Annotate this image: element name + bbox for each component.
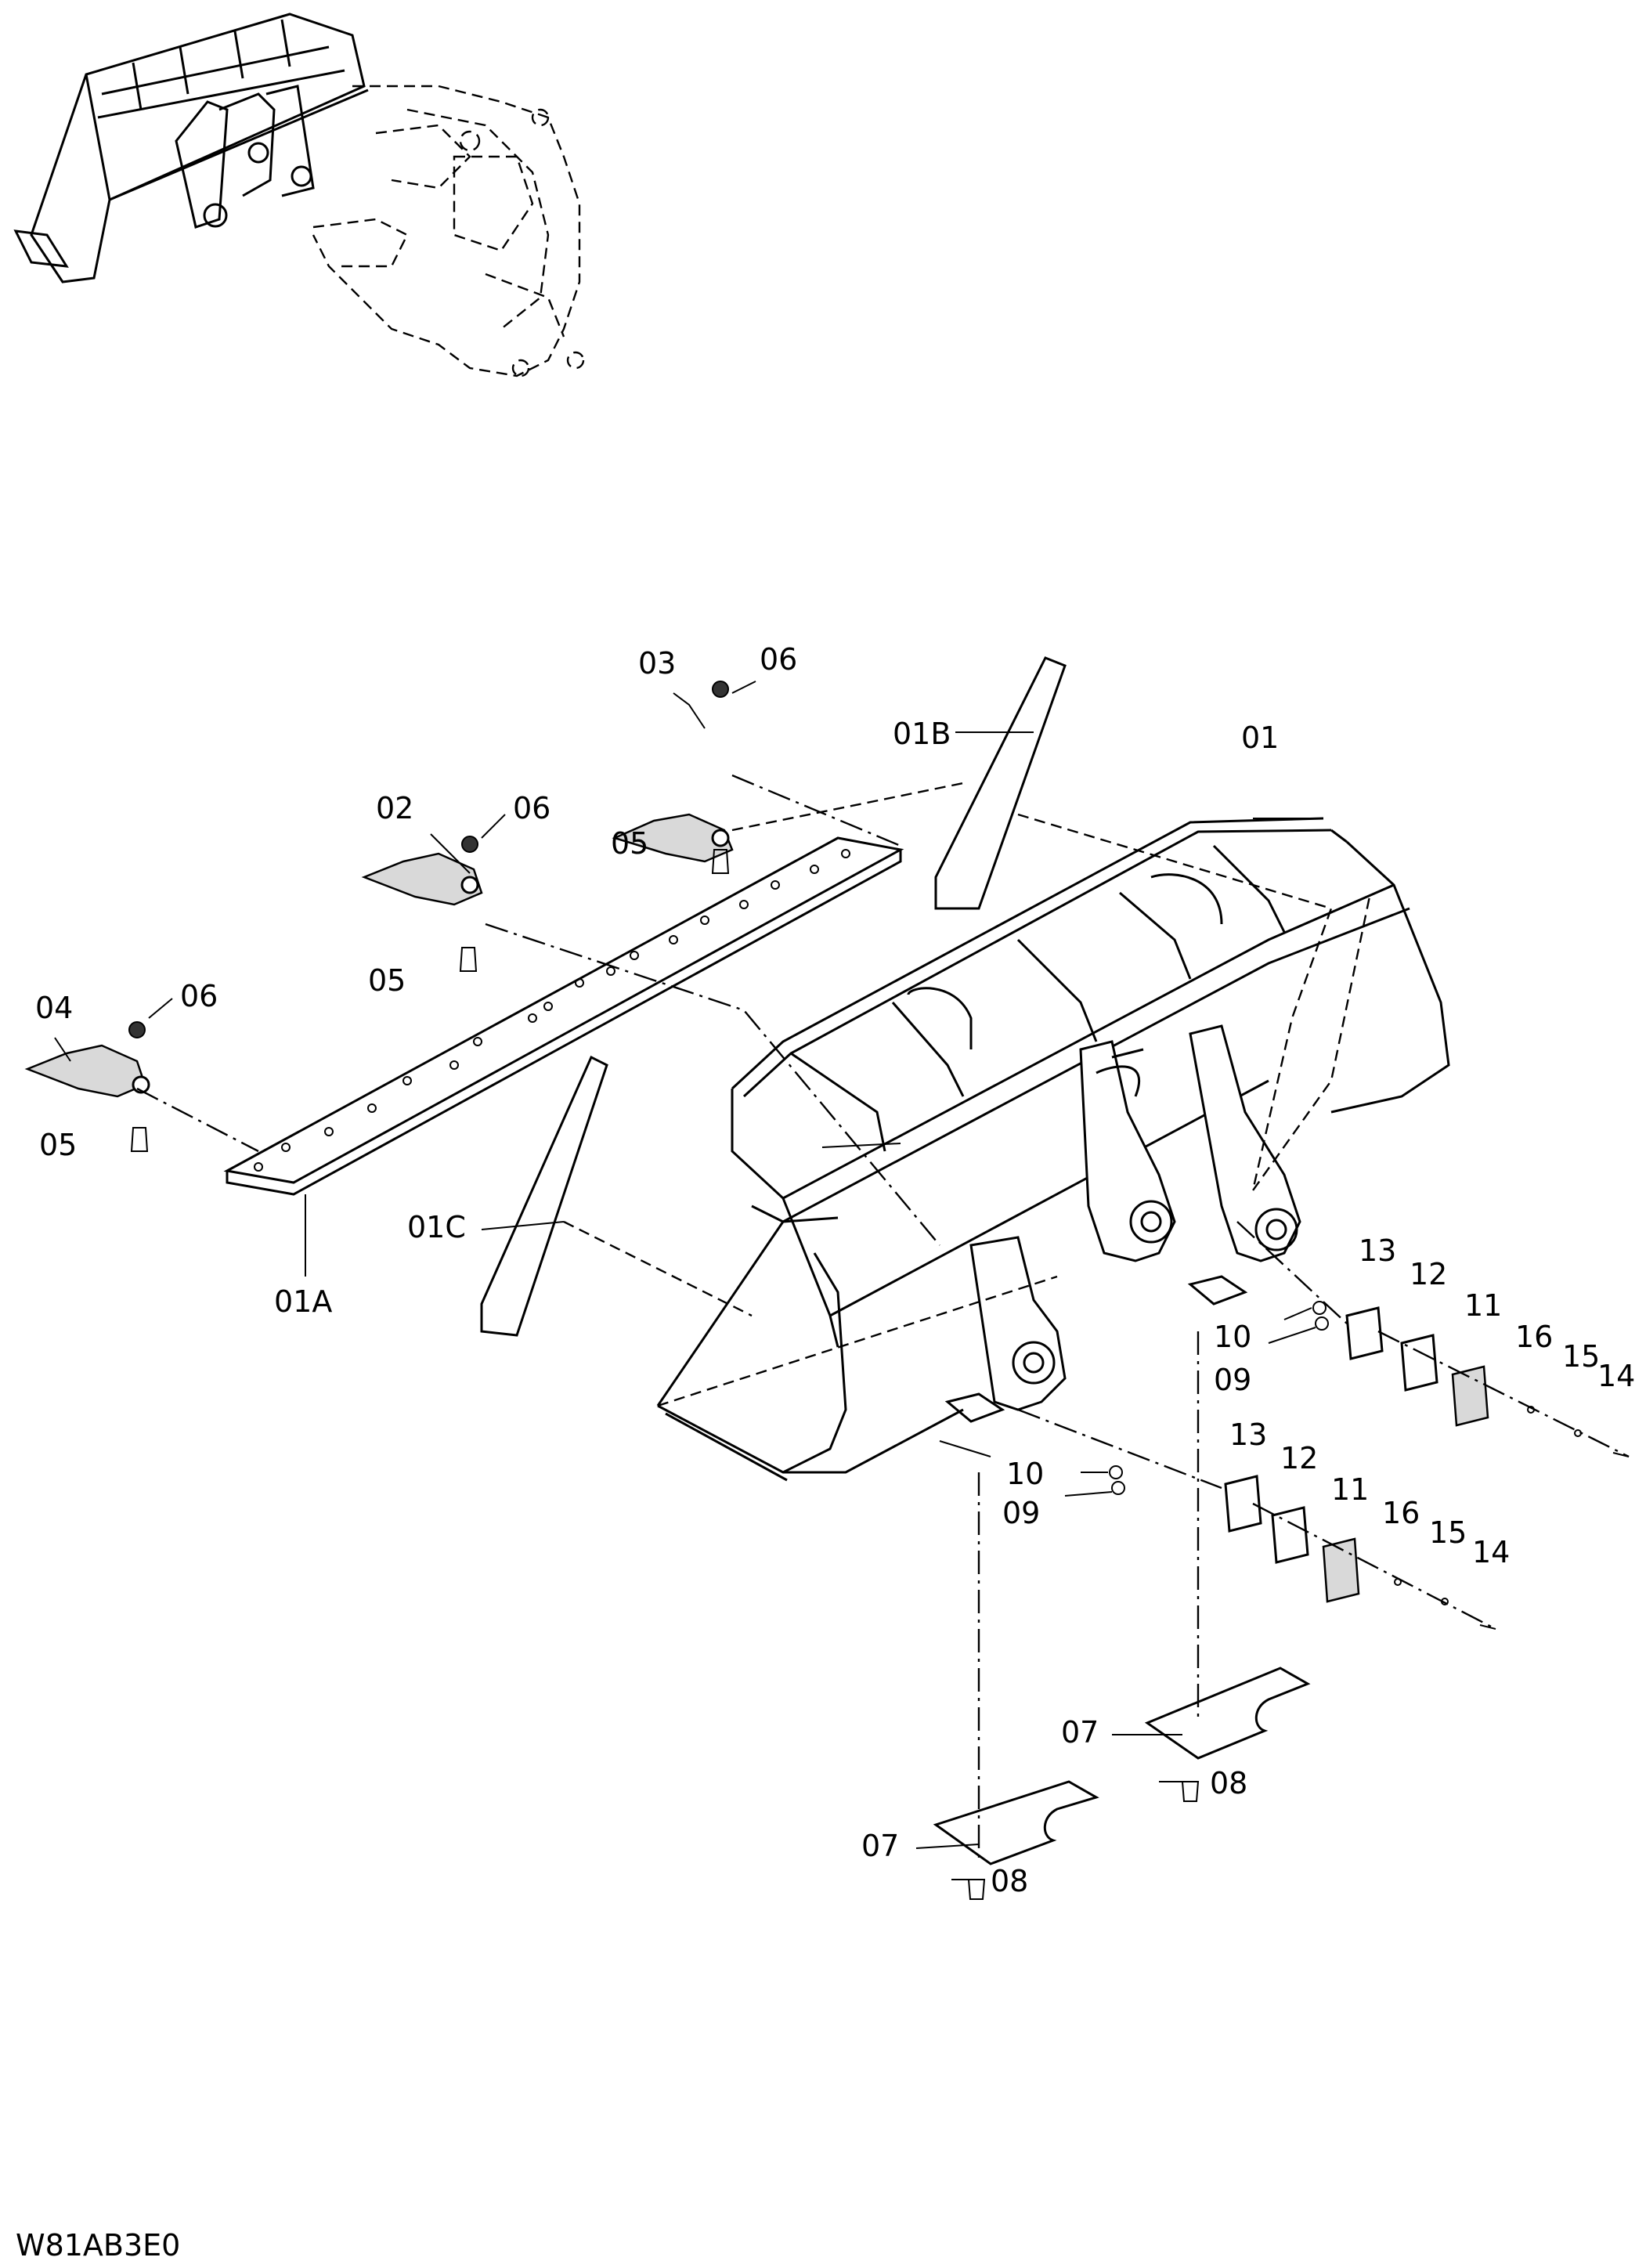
label-06-mid: 06 (513, 791, 550, 825)
leader-lines (54, 681, 1323, 1880)
label-05-mid: 05 (368, 963, 406, 998)
label-01B: 01B (893, 717, 951, 751)
stopper-plate-07-lower (933, 1780, 1099, 1865)
label-15-upper: 15 (1562, 1339, 1600, 1374)
label-02: 02 (376, 791, 413, 825)
label-14-lower: 14 (1472, 1535, 1510, 1569)
assembly-lines (136, 774, 1630, 1860)
stopper-plate-07-upper (1144, 1667, 1311, 1760)
label-06-left: 06 (180, 979, 218, 1013)
label-16-upper: 16 (1515, 1320, 1553, 1354)
label-07-upper: 07 (1061, 1715, 1099, 1750)
label-06-upper: 06 (760, 642, 797, 677)
tooth-adapter-02 (361, 836, 483, 972)
side-cutter-01B (934, 656, 1067, 910)
label-09-upper: 09 (1214, 1363, 1251, 1397)
label-09-lower: 09 (1002, 1496, 1040, 1530)
label-04: 04 (35, 991, 73, 1025)
side-cutter-01C (480, 1055, 608, 1337)
callout-labels: 01 01B 01A 01C 03 06 05 02 06 05 04 06 0… (16, 642, 1635, 2263)
label-08-upper: 08 (1210, 1766, 1247, 1800)
label-05-left: 05 (39, 1128, 77, 1162)
label-01C: 01C (407, 1210, 466, 1244)
label-12-upper: 12 (1410, 1257, 1447, 1291)
label-13-upper: 13 (1359, 1233, 1396, 1268)
label-01: 01 (1241, 720, 1279, 755)
label-10-upper: 10 (1214, 1320, 1251, 1354)
label-07-lower: 07 (861, 1829, 899, 1863)
label-11-upper: 11 (1464, 1288, 1502, 1323)
cutting-edge-01A (223, 836, 904, 1196)
label-13-lower: 13 (1229, 1418, 1267, 1452)
label-03: 03 (638, 646, 676, 681)
tooth-adapter-04 (24, 1021, 150, 1152)
label-12-lower: 12 (1280, 1441, 1318, 1475)
label-15-lower: 15 (1429, 1515, 1467, 1550)
bucket-assembly (656, 817, 1450, 1482)
label-08-lower: 08 (991, 1864, 1028, 1898)
shim-set-upper (1345, 1306, 1630, 1457)
label-01A: 01A (274, 1284, 332, 1319)
label-14-upper: 14 (1597, 1359, 1635, 1393)
tooth-adapter-03 (612, 681, 734, 874)
overview-inset (13, 13, 585, 377)
label-10-lower: 10 (1006, 1457, 1044, 1491)
label-11-lower: 11 (1331, 1472, 1369, 1507)
label-05-upper: 05 (611, 826, 648, 861)
drawing-code: W81AB3E0 (16, 2228, 180, 2263)
label-16-lower: 16 (1382, 1496, 1420, 1530)
